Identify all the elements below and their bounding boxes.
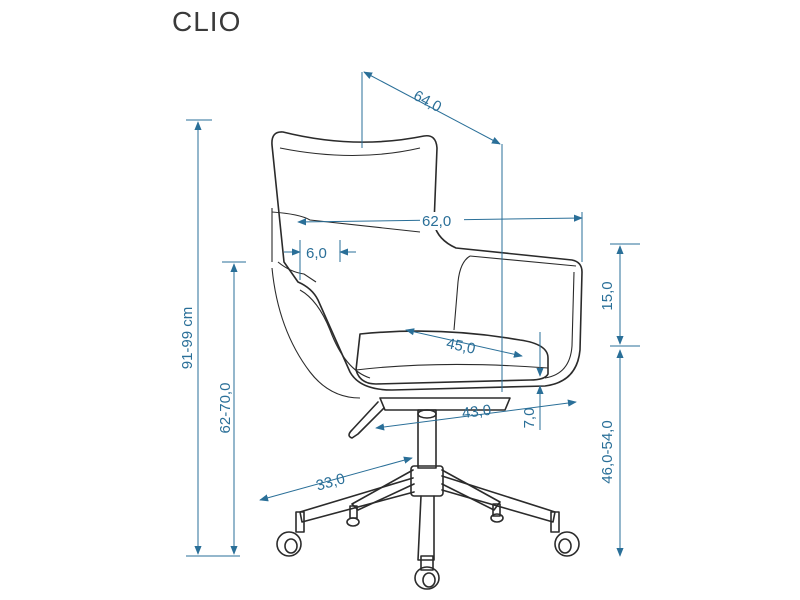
right-arm-inner [453, 255, 471, 331]
right-arm-front [544, 271, 575, 379]
seat-front-edge [355, 363, 549, 371]
label-arm-height: 15,0 [599, 281, 616, 310]
label-seat-depth: 45,0 [445, 335, 477, 358]
base-leg-back-left [351, 469, 415, 511]
label-base-radius: 33,0 [314, 470, 347, 494]
right-arm-top [469, 255, 577, 267]
left-arm-edge [271, 211, 421, 233]
label-seat-thickness: 7,0 [521, 408, 538, 429]
dimension-lines [186, 71, 640, 557]
caster-back-left [346, 505, 360, 527]
caster-right [550, 511, 580, 557]
label-arm-ground-height: 62-70,0 [217, 383, 234, 434]
product-title: CLIO [172, 6, 242, 37]
caster-back-right [490, 503, 504, 523]
caster-front [414, 555, 440, 590]
label-seat-height: 46,0-54,0 [599, 420, 616, 483]
label-seat-width: 43,0 [461, 402, 492, 422]
dimension-labels: 64,0 62,0 6,0 15,0 46,0-54,0 45,0 7,0 43… [179, 87, 616, 495]
caster-left [276, 511, 305, 557]
base-leg-front [417, 495, 435, 561]
backrest-outline [271, 131, 583, 391]
seat-depth-dimension-line [405, 328, 523, 358]
depth-top-dimension-line [363, 71, 501, 145]
base-leg-right [441, 475, 556, 523]
base-leg-back-right [441, 469, 501, 511]
left-arm-inner [277, 261, 317, 283]
backrest-inner-edge [279, 147, 421, 157]
label-width-arms: 62,0 [422, 213, 451, 230]
seat-width-dimension-line [375, 399, 577, 431]
base-hub [410, 465, 444, 497]
body-left [271, 267, 361, 399]
label-total-height: 91-99 cm [179, 307, 196, 370]
gas-lever [348, 401, 385, 439]
chair-illustration [271, 131, 583, 590]
label-arm-width: 6,0 [306, 245, 327, 262]
base-radius-dimension-line [259, 456, 413, 502]
